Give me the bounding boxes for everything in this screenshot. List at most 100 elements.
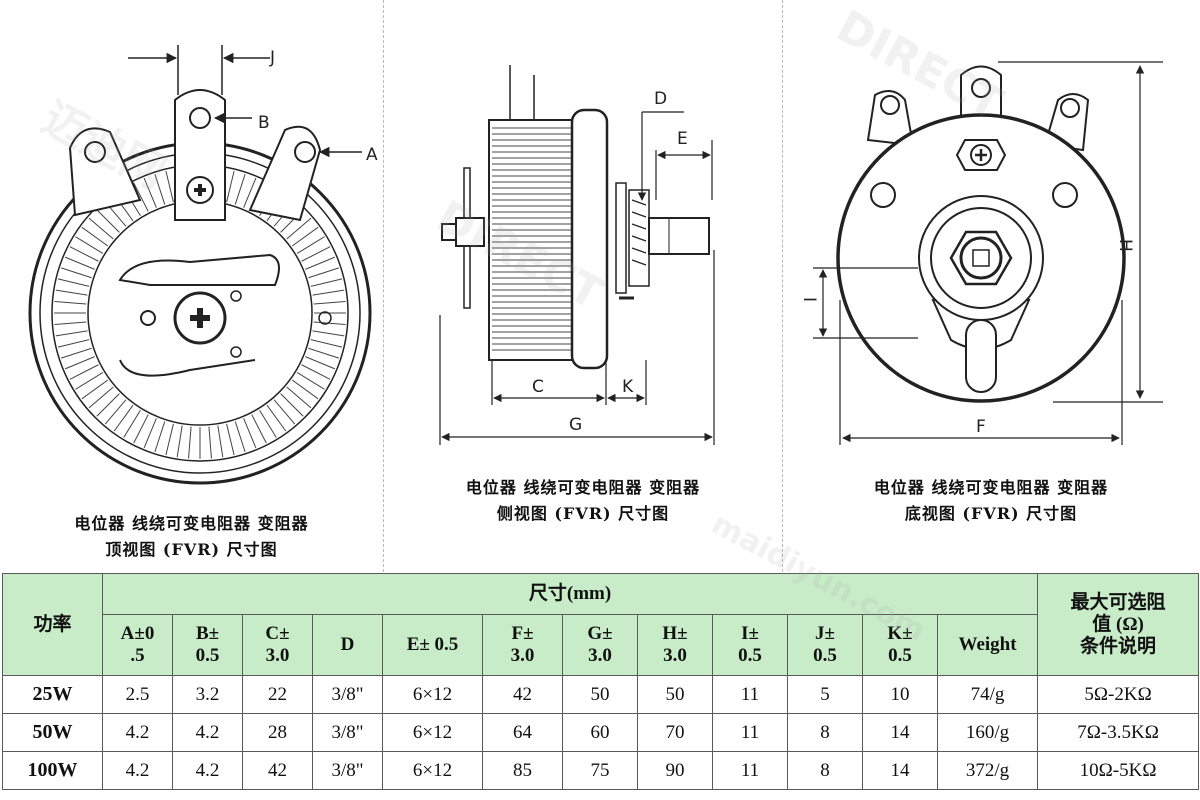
value-cell: 6×12 — [382, 751, 483, 790]
value-cell: 160/g — [936, 713, 1039, 752]
value-cell: 2.5 — [102, 675, 173, 714]
column-header-line2: 3.0 — [510, 645, 535, 666]
max-resistance-cell: 7Ω-3.5KΩ — [1037, 713, 1200, 752]
column-header-line1: E± 0.5 — [406, 634, 459, 655]
value-cell: 4.2 — [172, 713, 243, 752]
column-header-11: Weight — [936, 614, 1039, 676]
value-cell: 11 — [712, 713, 788, 752]
power-cell: 100W — [2, 751, 103, 790]
column-header-line1: B± — [195, 623, 220, 644]
value-cell: 4.2 — [172, 751, 243, 790]
value-cell: 3/8" — [312, 713, 383, 752]
side-view-drawing: C K G D E — [439, 65, 715, 445]
column-header-2: C±3.0 — [242, 614, 313, 676]
value-cell: 11 — [712, 675, 788, 714]
column-header-9: J±0.5 — [787, 614, 863, 676]
side-view-panel: C K G D E 电位器 线绕可变电阻器 变阻器 侧视图 (FVR) 尺寸图 — [384, 0, 783, 572]
column-header-4: E± 0.5 — [382, 614, 483, 676]
value-cell: 3.2 — [172, 675, 243, 714]
value-cell: 90 — [637, 751, 713, 790]
value-cell: 50 — [562, 675, 638, 714]
column-header-3: D — [312, 614, 383, 676]
column-header-line1: K± — [887, 623, 913, 644]
label-f: F — [976, 417, 986, 437]
label-j: J — [269, 48, 275, 68]
column-header-line2: 0.5 — [738, 645, 762, 666]
column-header-line2: 0.5 — [888, 645, 912, 666]
column-header-7: H±3.0 — [637, 614, 713, 676]
dimension-group-header: 尺寸(mm) — [101, 573, 1039, 615]
label-h: H — [1115, 239, 1135, 252]
value-cell: 75 — [562, 751, 638, 790]
column-header-line2: .5 — [130, 645, 145, 666]
value-cell: 50 — [637, 675, 713, 714]
top-view-panel: J B A 电位器 线绕可变电阻器 变阻器 顶视图 (FVR) 尺寸图 — [0, 0, 384, 572]
column-header-line2: 0.5 — [813, 645, 837, 666]
value-cell: 6×12 — [382, 713, 483, 752]
value-cell: 3/8" — [312, 751, 383, 790]
bottom-view-drawing: H F I — [799, 61, 1163, 445]
label-d: D — [654, 89, 667, 109]
value-cell: 64 — [482, 713, 563, 752]
bottom-view-panel: H F I 电位器 线绕可变电阻器 变阻器 底视图 (FVR) 尺寸图 — [783, 0, 1199, 572]
label-i: I — [799, 297, 819, 302]
column-header-line2: 3.0 — [663, 645, 687, 666]
column-header-0: A±0.5 — [102, 614, 173, 676]
value-cell: 42 — [242, 751, 313, 790]
column-header-line1: Weight — [958, 634, 1017, 655]
value-cell: 10 — [862, 675, 938, 714]
column-header-line1: D — [340, 634, 355, 655]
top-view-caption: 电位器 线绕可变电阻器 变阻器 顶视图 (FVR) 尺寸图 — [0, 511, 383, 563]
label-c: C — [532, 377, 544, 397]
label-g: G — [569, 415, 582, 435]
side-view-caption-line2: 侧视图 (FVR) 尺寸图 — [496, 504, 670, 523]
label-e: E — [677, 129, 688, 149]
value-cell: 74/g — [936, 675, 1039, 714]
column-header-10: K±0.5 — [862, 614, 938, 676]
column-header-line1: A±0 — [120, 623, 155, 644]
value-cell: 85 — [482, 751, 563, 790]
value-cell: 5 — [787, 675, 863, 714]
bottom-view-caption: 电位器 线绕可变电阻器 变阻器 底视图 (FVR) 尺寸图 — [783, 475, 1199, 527]
value-cell: 14 — [862, 713, 938, 752]
value-cell: 3/8" — [312, 675, 383, 714]
column-header-1: B±0.5 — [172, 614, 243, 676]
power-cell: 50W — [2, 713, 103, 752]
value-cell: 60 — [562, 713, 638, 752]
label-b: B — [258, 113, 270, 133]
value-cell: 42 — [482, 675, 563, 714]
max-header-line2: 值 (Ω) — [1092, 613, 1144, 635]
label-k: K — [622, 377, 634, 397]
value-cell: 70 — [637, 713, 713, 752]
column-header-line1: J± — [815, 623, 835, 644]
column-header-5: F±3.0 — [482, 614, 563, 676]
column-header-line1: G± — [587, 623, 613, 644]
max-header-line3: 条件说明 — [1080, 635, 1157, 657]
max-header-line1: 最大可选阻 — [1070, 591, 1166, 613]
top-view-drawing: J B A — [28, 45, 378, 485]
power-cell: 25W — [2, 675, 103, 714]
column-header-line1: H± — [662, 623, 688, 644]
bottom-view-caption-line2: 底视图 (FVR) 尺寸图 — [904, 504, 1078, 523]
value-cell: 372/g — [936, 751, 1039, 790]
value-cell: 11 — [712, 751, 788, 790]
column-header-line2: 3.0 — [588, 645, 612, 666]
value-cell: 4.2 — [102, 751, 173, 790]
value-cell: 8 — [787, 713, 863, 752]
side-view-caption: 电位器 线绕可变电阻器 变阻器 侧视图 (FVR) 尺寸图 — [384, 475, 782, 527]
column-header-line2: 0.5 — [195, 645, 220, 666]
value-cell: 28 — [242, 713, 313, 752]
column-header-line1: I± — [741, 623, 759, 644]
value-cell: 4.2 — [102, 713, 173, 752]
value-cell: 14 — [862, 751, 938, 790]
side-view-caption-line1: 电位器 线绕可变电阻器 变阻器 — [465, 478, 701, 497]
value-cell: 6×12 — [382, 675, 483, 714]
column-header-8: I±0.5 — [712, 614, 788, 676]
label-a: A — [366, 145, 378, 165]
